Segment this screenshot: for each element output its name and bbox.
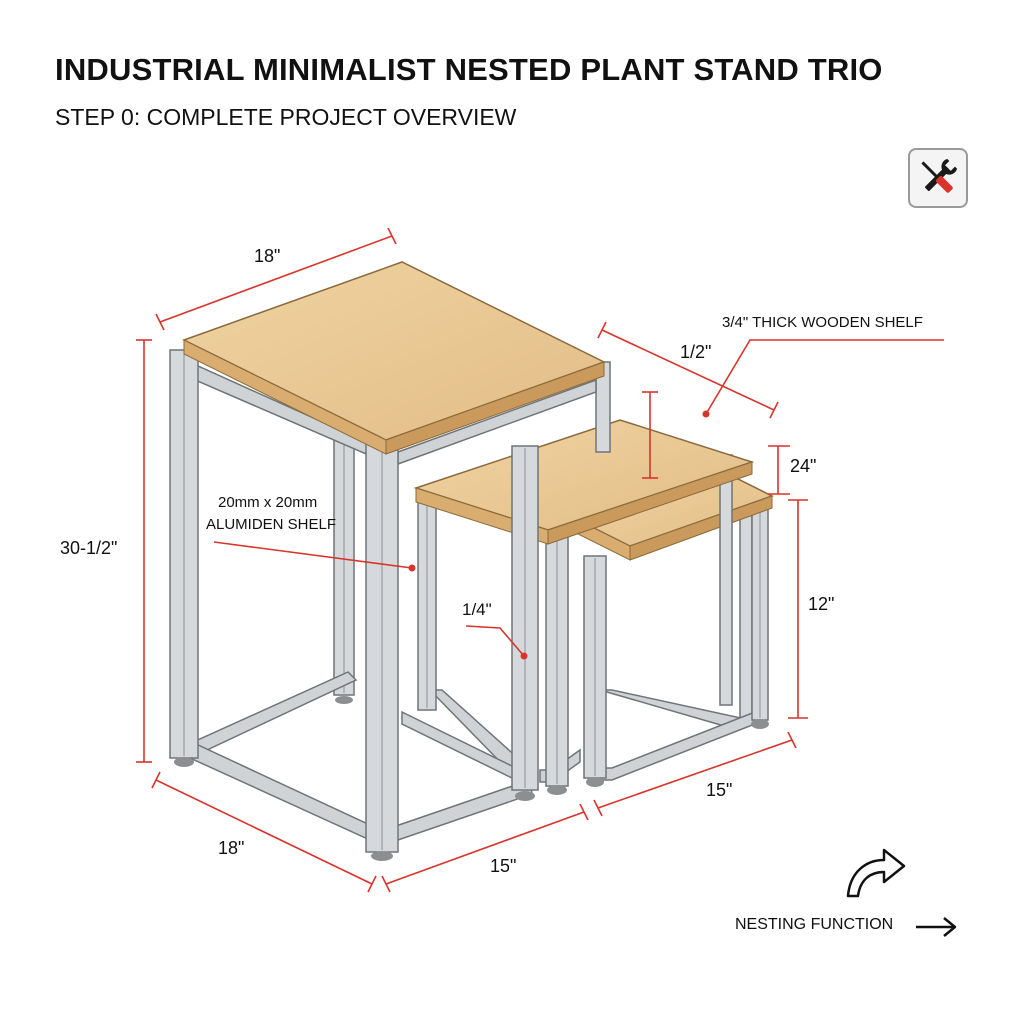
large-foot [371, 851, 393, 861]
dim-mid-depth-line [601, 329, 775, 411]
dim-bottom-depth-line [155, 779, 373, 885]
dim-bottom-width-line [385, 811, 585, 885]
dim-height-label: 30-1/2" [60, 538, 118, 558]
small-foot [751, 719, 769, 729]
frame-material-callout: ALUMIDEN SHELF [206, 516, 337, 533]
tools-badge[interactable] [908, 148, 968, 208]
small-stand [576, 469, 774, 787]
dim-small-height-label: 12" [808, 594, 835, 614]
dimension-lines [136, 227, 944, 893]
large-shelf-edge-right [385, 361, 605, 455]
large-foot [174, 757, 194, 767]
dim-mid-depth-label: 1/2" [680, 342, 712, 362]
dim-top-width-label: 18" [254, 246, 281, 266]
small-back-leg [739, 509, 753, 721]
callout-dot [702, 410, 710, 418]
dim-small-width-line [597, 739, 793, 809]
small-bottom-rail-front [599, 708, 761, 781]
wrench-screwdriver-icon [921, 158, 958, 193]
dim-bottom-width-label: 15" [490, 856, 517, 876]
dim-top-width-line [159, 235, 393, 323]
page-subtitle: STEP 0: COMPLETE PROJECT OVERVIEW [55, 104, 517, 130]
curved-arrow-icon [846, 848, 906, 898]
large-foot [515, 791, 535, 801]
medium-foot [547, 785, 567, 795]
gap-callout-leader [465, 625, 525, 657]
dim-small-width-label: 15" [706, 780, 733, 800]
large-bottom-rail-left [178, 671, 358, 759]
medium-back-leg [719, 454, 733, 706]
medium-shelf-edge-front [547, 461, 753, 545]
dim-gap-label: 1/4" [462, 600, 492, 619]
large-stand [169, 261, 611, 861]
large-foot [335, 696, 353, 704]
callout-dot [408, 564, 416, 572]
nesting-function-label: NESTING FUNCTION [735, 916, 894, 933]
shelf-callout-leader [705, 339, 944, 415]
dim-bottom-depth-label: 18" [218, 838, 245, 858]
medium-stand [413, 419, 755, 795]
shelf-thickness-callout: 3/4" THICK WOODEN SHELF [722, 314, 923, 331]
frame-callout-leader [213, 541, 413, 569]
page-title: INDUSTRIAL MINIMALIST NESTED PLANT STAND… [55, 52, 883, 87]
arrow-right-icon [916, 917, 957, 937]
large-bottom-rail-front [189, 742, 373, 842]
callout-dot [520, 652, 528, 660]
large-shelf-top [182, 261, 606, 441]
small-foot [586, 777, 604, 787]
frame-size-callout: 20mm x 20mm [218, 494, 318, 511]
dim-mid-height-label: 24" [790, 456, 817, 476]
